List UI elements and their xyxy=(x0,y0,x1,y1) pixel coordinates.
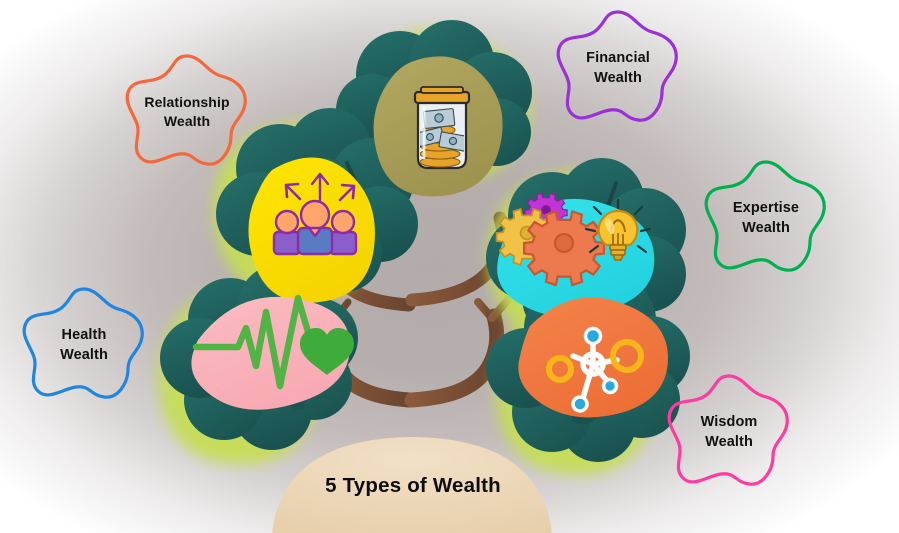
label-relationship-text: Relationship Wealth xyxy=(144,93,230,129)
heartbeat-icon xyxy=(192,294,354,390)
star-outline-financial xyxy=(556,10,678,122)
star-outline-relationship xyxy=(125,54,247,166)
ground-mound xyxy=(272,437,552,533)
label-wisdom-text: Wisdom Wealth xyxy=(700,414,758,450)
icon-blob-health xyxy=(191,294,354,410)
star-outline-wisdom xyxy=(667,374,789,486)
icon-blob-relationship xyxy=(248,157,375,303)
money-jar-icon xyxy=(413,86,471,170)
gears-lightbulb-icon xyxy=(495,192,652,287)
label-financial-wealth[interactable]: Financial Wealth xyxy=(552,6,684,130)
label-expertise-text: Expertise Wealth xyxy=(732,200,800,236)
label-relationship-wealth[interactable]: Relationship Wealth xyxy=(121,50,253,174)
label-wisdom-wealth[interactable]: Wisdom Wealth xyxy=(663,370,795,494)
icon-blob-financial xyxy=(373,56,503,197)
label-financial-text: Financial Wealth xyxy=(586,50,650,86)
icon-blob-expertise xyxy=(495,192,655,317)
label-health-wealth[interactable]: Health Wealth xyxy=(18,283,150,407)
label-expertise-wealth[interactable]: Expertise Wealth xyxy=(700,156,832,280)
star-outline-health xyxy=(22,287,144,399)
three-people-icon xyxy=(272,172,358,256)
label-health-text: Health Wealth xyxy=(60,327,108,363)
network-nodes-icon xyxy=(546,326,644,413)
icon-blob-wisdom xyxy=(518,297,668,418)
star-outline-expertise xyxy=(704,160,826,272)
